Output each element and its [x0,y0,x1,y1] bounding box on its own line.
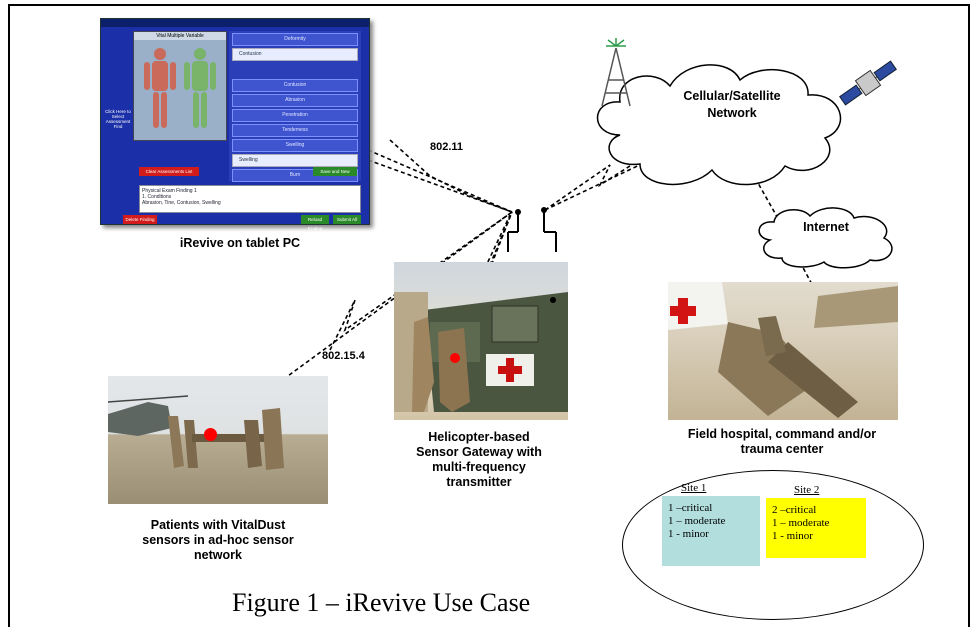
patients-caption: Patients with VitalDust sensors in ad-ho… [142,518,294,562]
network-cloud-icon [596,64,842,186]
list-item[interactable]: Swelling [232,139,358,152]
list-item[interactable]: Tenderness [232,124,358,137]
list-field[interactable]: Contusion [232,48,358,61]
satellite-icon [839,60,897,106]
notes-line: 1. Conditions [142,194,172,200]
site1-line: 1 – moderate [668,515,726,527]
patients-photo [108,376,328,504]
tablet-caption: iRevive on tablet PC [179,236,301,250]
figure-frame [8,4,970,627]
list-item[interactable]: Abrasion [232,94,358,107]
site1-line: 1 –critical [668,502,713,514]
notes-title: Physical Exam Finding 1 [142,188,197,194]
notes-line: Abrasion, Tine, Contusion, Swelling [142,200,221,206]
helicopter-scene [394,292,568,412]
notes-box[interactable]: Physical Exam Finding 1 1. Conditions Ab… [139,185,361,213]
list-item[interactable]: Penetration [232,109,358,122]
body-model-pane: Vital Multiple Variable [133,31,227,141]
site2-title: Site 2 [794,484,820,496]
zigbee-label: 802.15.4 [322,350,365,362]
link-patients-gateway [209,211,513,434]
site1-line: 1 - minor [668,528,709,540]
tablet-titlebar [101,19,369,27]
assessment-list: Deformity Contusion Contusion Abrasion P… [229,31,361,182]
site2-line: 2 –critical [772,504,817,516]
list-field[interactable]: Swelling [232,154,358,167]
submit-all-button[interactable]: Submit All [333,215,361,224]
wifi-label: 802.11 [430,141,464,153]
tablet-side-label: Click Here to Select Assessment Find [105,109,131,129]
patients-scene [108,395,284,470]
delete-finding-button[interactable]: Delete Finding [123,215,157,224]
reload-finding-button[interactable]: Reload Finding [301,215,329,231]
body-figures-icon [144,48,216,128]
site2-line: 1 - minor [772,530,813,542]
site1-box: 1 –critical 1 – moderate 1 - minor [662,496,760,566]
tablet-screenshot: Click Here to Select Assessment Find Vit… [100,18,370,231]
list-item[interactable]: Contusion [232,79,358,92]
clear-assessments-button[interactable]: Clear Assessments List [139,167,199,176]
gateway-antenna-icon [507,212,557,252]
save-new-button[interactable]: Save and New [313,167,357,176]
link-cloud-internet [744,159,781,223]
sites-ellipse [622,470,924,620]
pane-title: Vital Multiple Variable [134,32,226,40]
list-item[interactable]: Deformity [232,33,358,46]
hospital-scene [668,282,898,418]
site2-box: 2 –critical 1 – moderate 1 - minor [766,498,866,558]
helicopter-caption: Helicopter-based Sensor Gateway with mul… [416,430,542,489]
hospital-caption: Field hospital, command and/or trauma ce… [687,427,877,456]
hospital-photo [668,282,898,420]
helicopter-photo [394,262,568,420]
network-cloud-label: Cellular/Satellite Network [683,89,781,120]
cell-tower-icon [601,38,631,107]
site1-title: Site 1 [681,482,707,494]
link-gateway-cloud [544,159,651,211]
figure-caption: Figure 1 – iRevive Use Case [232,588,531,617]
internet-cloud-icon [758,207,893,269]
site2-line: 1 – moderate [772,517,830,529]
gateway-sensor-dot [450,353,460,363]
internet-label: Internet [803,220,849,234]
link-internet-hospital [799,261,816,291]
patient-sensor-dot [204,428,217,441]
